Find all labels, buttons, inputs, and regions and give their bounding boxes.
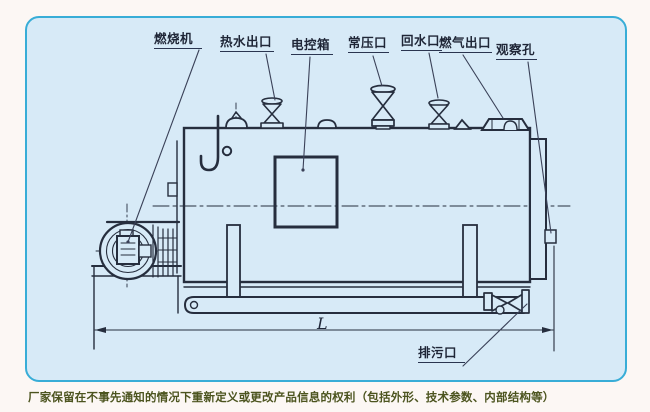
length-dimension: L xyxy=(94,245,555,352)
flue-gas-outlet-collar xyxy=(480,118,531,131)
callout-hot-water-outlet: 热水出口 xyxy=(220,35,274,52)
callout-atmospheric-pressure-port: 常压口 xyxy=(348,36,389,53)
callout-flue-gas-outlet: 燃气出口 xyxy=(439,36,492,53)
callout-observation-hole: 观察孔 xyxy=(496,43,537,60)
diagram-panel xyxy=(25,16,627,382)
leader-lines xyxy=(126,49,552,367)
disclaimer-text: 厂家保留在不事先通知的情况下重新定义或更改产品信息的权利（包括外形、技术参数、内… xyxy=(28,392,555,404)
hook-pipe xyxy=(199,114,233,172)
drain-valve xyxy=(483,289,530,315)
callout-return-water-port: 回水口 xyxy=(401,34,442,51)
boiler-shell xyxy=(167,126,547,288)
control-box xyxy=(273,155,339,229)
burner-drawing xyxy=(98,220,181,281)
return-water-valve xyxy=(428,99,450,130)
dimension-label-L: L xyxy=(316,314,328,333)
hot-water-valve xyxy=(260,97,284,129)
atmospheric-port-valve xyxy=(370,84,396,130)
callout-drain-outlet: 排污口 xyxy=(418,346,465,363)
callout-burner: 燃烧机 xyxy=(154,32,202,49)
callout-electric-control-box: 电控箱 xyxy=(291,38,333,55)
skid-rail xyxy=(183,296,525,314)
top-fittings xyxy=(225,110,473,130)
support-legs xyxy=(226,224,478,299)
